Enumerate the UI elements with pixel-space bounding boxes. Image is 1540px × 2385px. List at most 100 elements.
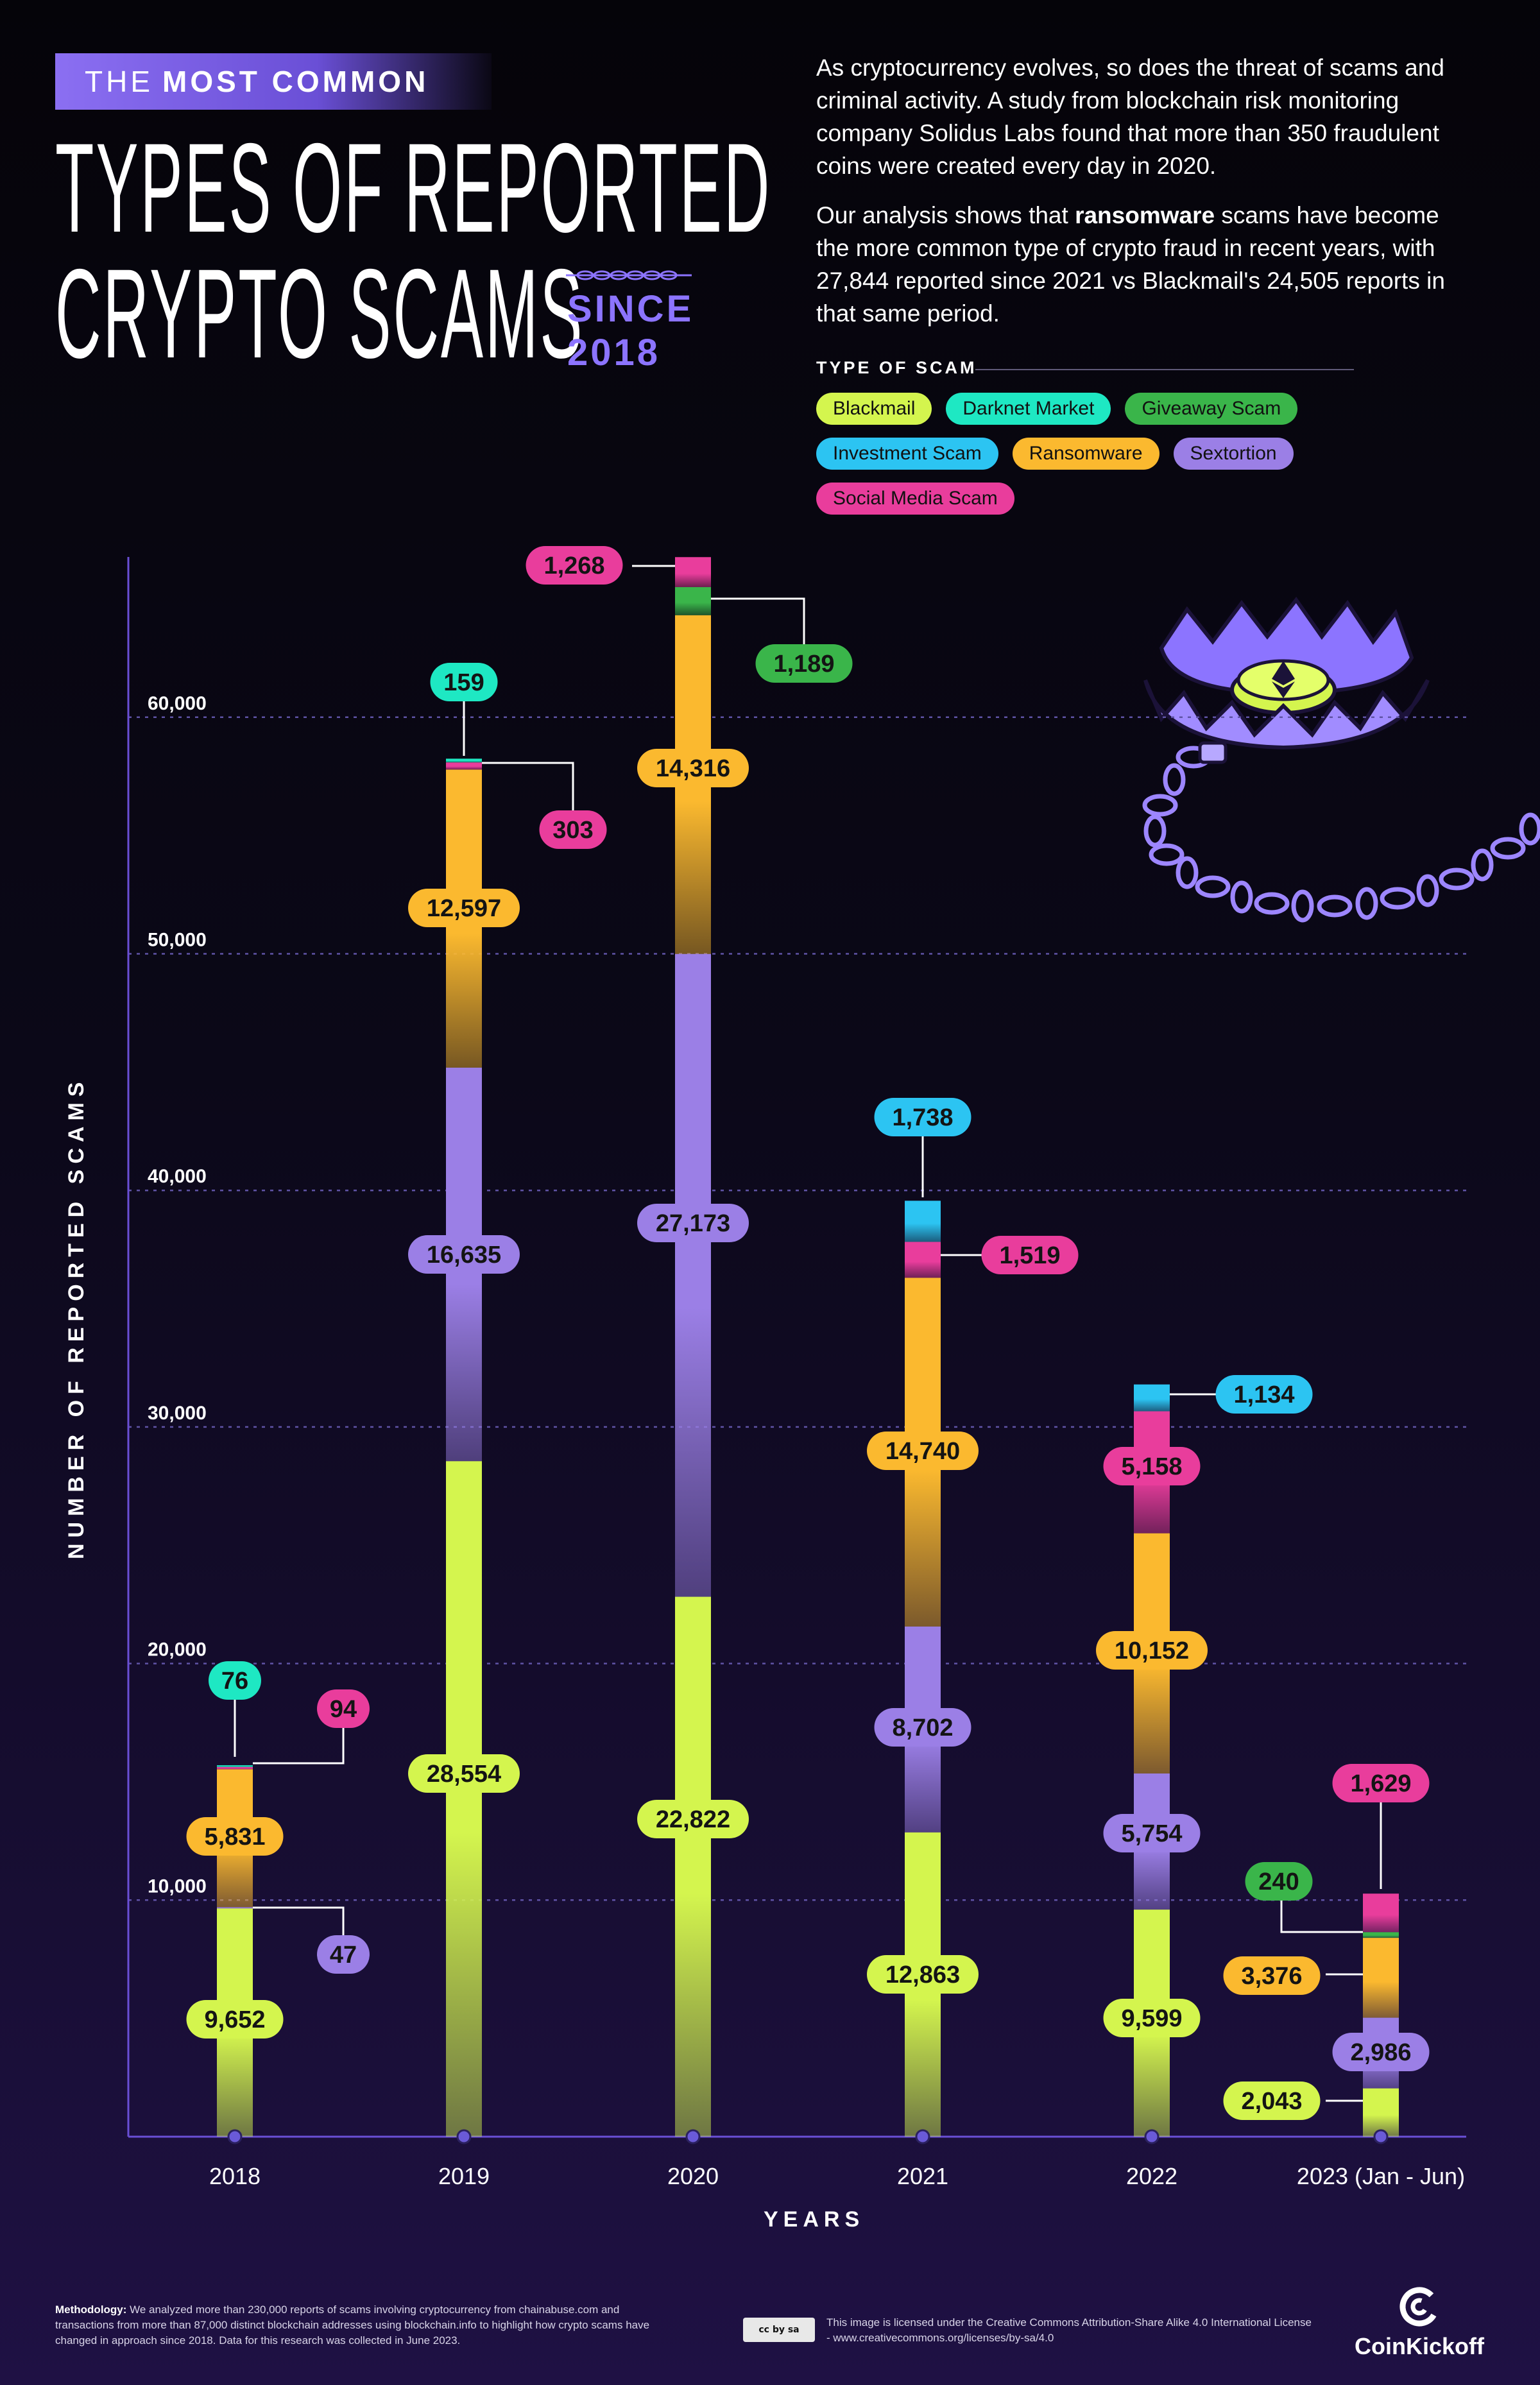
value-pill [1332,2033,1430,2071]
data-label: 9,599 [1121,2005,1182,2032]
value-pill [526,546,623,585]
x-axis-marker [227,2129,243,2144]
data-label: 1,519 [999,1242,1060,1269]
data-label: 1,268 [543,552,604,579]
bar-segment [675,557,711,588]
legend-title: TYPE OF SCAM [816,358,977,377]
data-label: 1,189 [773,651,834,678]
data-label: 28,554 [427,1761,501,1788]
leader-line [1280,1898,1363,1933]
data-label: 1,738 [892,1104,953,1131]
value-pill [981,1236,1079,1274]
kicker-bold: MOST COMMON [162,65,429,98]
bar-segment [1363,2088,1399,2137]
legend-divider [975,369,1354,370]
bar-segment [1363,1932,1399,1938]
bar-segment [905,1242,941,1278]
leader-line [711,597,805,647]
data-label: 3,376 [1241,1963,1302,1990]
data-label: 9,652 [204,2006,265,2033]
data-label: 16,635 [427,1242,501,1269]
value-pill [867,1955,979,1994]
leader-line [253,1726,345,1765]
x-axis-marker [456,2129,472,2144]
legend-row-1: Blackmail Darknet Market Giveaway Scam [816,393,1394,425]
intro-text: As cryptocurrency evolves, so does the t… [816,51,1477,346]
x-tick-label: 2019 [438,2163,490,2189]
value-pill [1215,1375,1313,1414]
data-label: 8,702 [892,1714,953,1741]
legend-chip-blackmail: Blackmail [816,393,932,425]
y-tick-label: 50,000 [148,930,207,951]
value-pill [317,1689,370,1728]
data-label: 5,754 [1121,1820,1182,1847]
value-pill [317,1935,370,1974]
legend-chip-giveaway-scam: Giveaway Scam [1125,393,1298,425]
value-pill [1096,1631,1208,1670]
value-pill [1103,1999,1201,2037]
y-tick-label: 10,000 [148,1876,207,1897]
since-label: SINCE 2018 [567,287,694,375]
methodology-text: We analyzed more than 230,000 reports of… [55,2304,650,2347]
value-pill [1103,1447,1201,1485]
data-label: 14,740 [886,1438,960,1465]
value-pill [539,810,607,849]
bar-segment [1363,1938,1399,2018]
value-pill [408,1754,520,1793]
value-pill [1245,1862,1313,1901]
data-label: 2,043 [1241,2088,1302,2115]
intro-p2-bold: ransomware [1075,202,1215,228]
bar-segment [446,758,482,763]
methodology-label: Methodology: [55,2304,127,2316]
bar-segment [675,587,711,615]
value-pill [408,1235,520,1274]
data-label: 240 [1258,1868,1299,1895]
legend-chip-investment-scam: Investment Scam [816,438,998,470]
value-pill [186,2000,284,2039]
value-pill [209,1661,261,1700]
value-pill [637,1800,749,1838]
x-tick-label: 2020 [667,2163,719,2189]
value-pill [755,644,853,683]
bar-segment [905,1201,941,1242]
data-label: 94 [330,1696,357,1723]
leader-line [253,1906,345,1938]
bar-segment [217,1766,253,1770]
value-pill [1332,1764,1430,1802]
x-tick-label: 2023 (Jan - Jun) [1297,2163,1465,2189]
bar-segment [675,1596,711,2137]
methodology-note: Methodology: We analyzed more than 230,0… [55,2302,671,2348]
cc-license-badge-icon: cc by sa [743,2318,815,2342]
license-text: This image is licensed under the Creativ… [826,2316,1312,2344]
data-label: 1,629 [1350,1770,1411,1797]
data-label: 10,152 [1115,1637,1189,1664]
bar-segment [1363,1893,1399,1933]
value-pill [1223,1956,1321,1995]
legend-chip-darknet-market: Darknet Market [946,393,1111,425]
data-label: 5,158 [1121,1453,1182,1480]
legend-row-2: Investment Scam Ransomware Sextortion [816,438,1394,470]
legend-chip-social-media-scam: Social Media Scam [816,483,1014,515]
intro-paragraph-2: Our analysis shows that ransomware scams… [816,199,1477,330]
bear-trap-illustration [1142,597,1540,923]
value-pill [637,749,749,787]
bar-segment [675,953,711,1597]
y-tick-label: 40,000 [148,1166,207,1187]
value-pill [874,1098,971,1136]
intro-paragraph-1: As cryptocurrency evolves, so does the t… [816,55,1444,179]
value-pill [874,1708,971,1747]
data-label: 2,986 [1350,2039,1411,2066]
value-pill [1223,2082,1321,2120]
value-pill [430,663,498,701]
bar-segment [446,762,482,770]
brand-name: CoinKickoff [1355,2333,1484,2359]
brand-logo: CoinKickoff [1342,2284,1496,2360]
bar-segment [217,1765,253,1767]
chain-divider-icon [566,270,692,280]
x-axis-marker [1373,2129,1389,2144]
x-axis-marker [685,2129,701,2144]
x-tick-label: 2022 [1126,2163,1177,2189]
x-tick-label: 2021 [897,2163,948,2189]
value-pill [1103,1814,1201,1852]
data-label: 159 [443,669,484,696]
